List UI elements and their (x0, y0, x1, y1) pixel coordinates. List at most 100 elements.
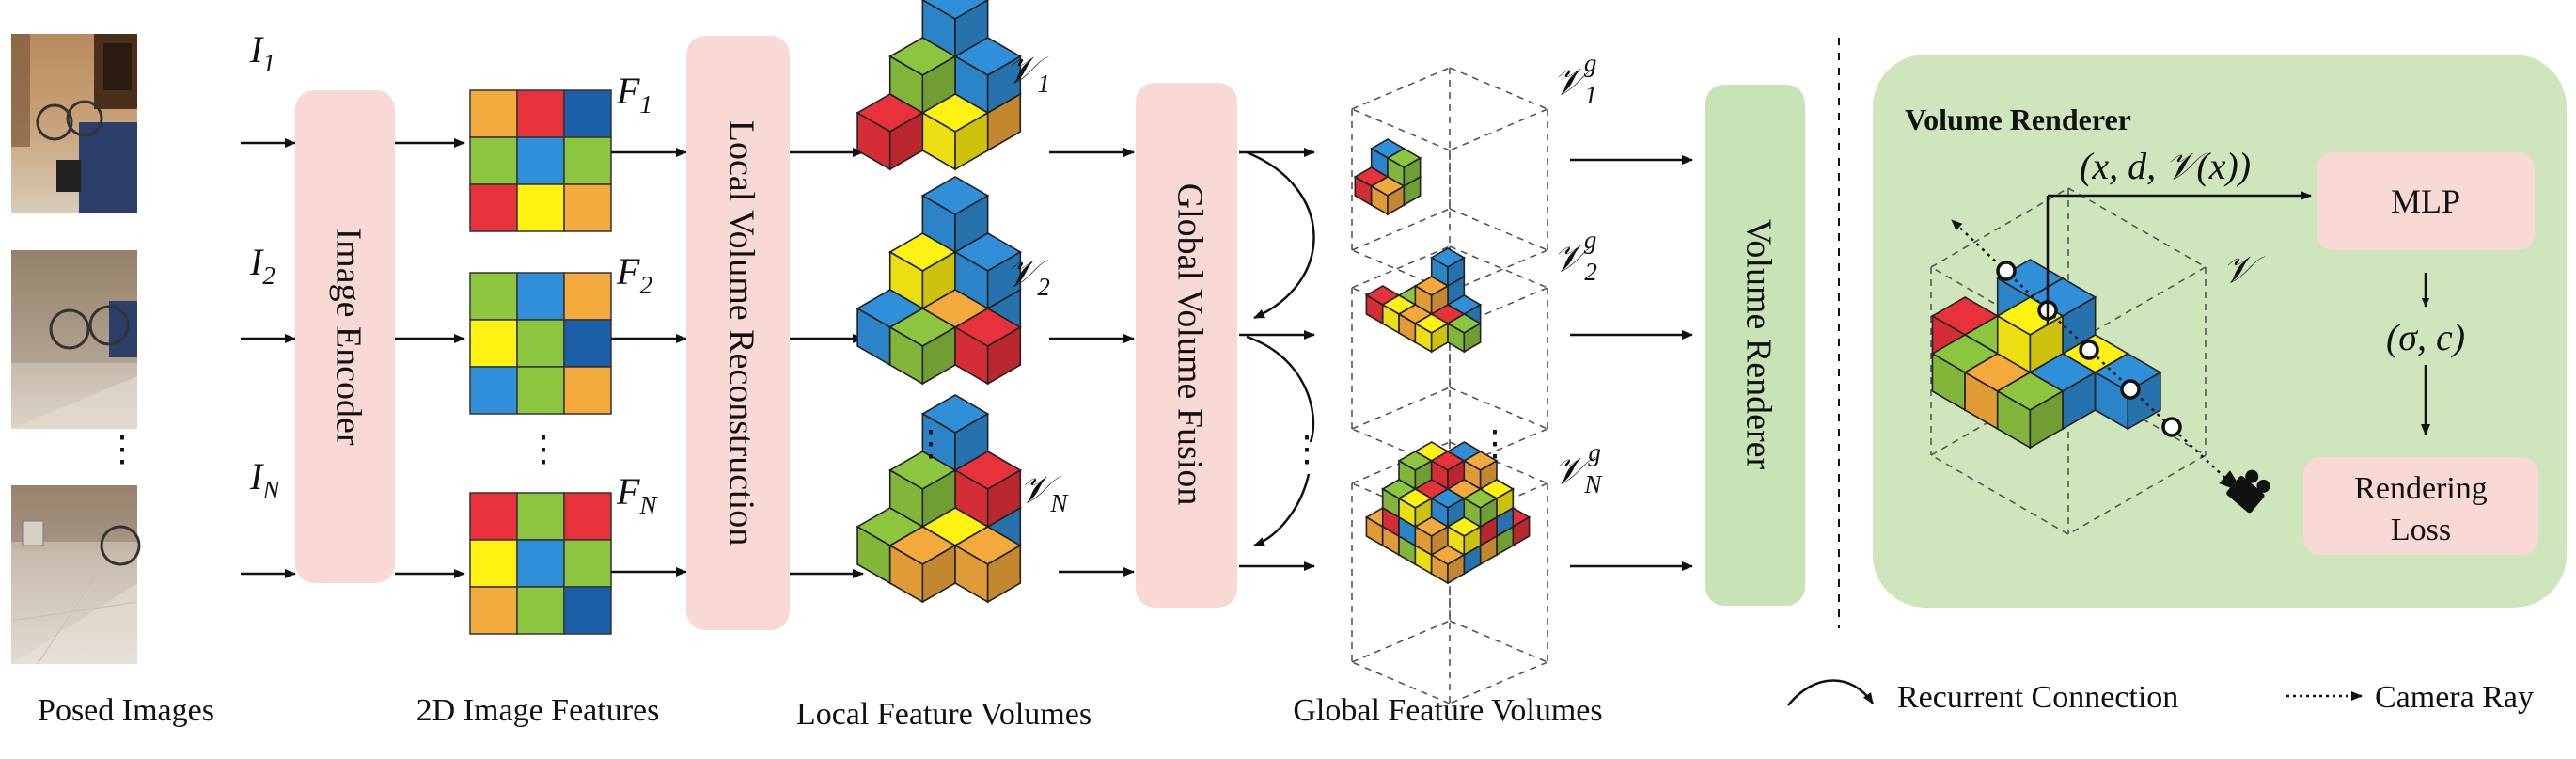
local-recon-block: Local Volume Reconstruction (686, 36, 790, 630)
cube-right-face (986, 325, 1022, 386)
global-fusion-label: Global Volume Fusion (1170, 183, 1209, 506)
posed-images-column: I1 I2 IN ⋮ Posed Images (10, 28, 281, 728)
feature-cell (469, 586, 518, 635)
feature-cell (516, 366, 565, 415)
voxel-cube (1446, 313, 1483, 354)
volume-edge (1351, 67, 1451, 110)
local-recon-label: Local Volume Reconstruction (721, 120, 761, 546)
global-volume-label-n: 𝒱Ng (1553, 438, 1603, 498)
loss-label-2: Loss (2391, 513, 2451, 547)
global-volume-1 (1353, 138, 1422, 216)
feature-cell (516, 586, 565, 635)
ray-sample-point (2120, 379, 2141, 400)
global-volumes (1351, 67, 1548, 704)
local-volumes (856, 0, 1022, 604)
volume-edge (1449, 108, 1548, 151)
global-volumes-caption: Global Feature Volumes (1293, 693, 1602, 728)
feature-cell (469, 366, 518, 415)
cube-right-face (1447, 553, 1466, 585)
feature-cell (469, 183, 518, 232)
legend: Recurrent Connection Camera Ray (1787, 679, 2534, 715)
image-encoder-block: Image Encoder (295, 90, 395, 583)
feature-cell (469, 136, 518, 185)
cube-right-face (2029, 389, 2064, 450)
rendering-loss-box: Rendering Loss (2303, 457, 2538, 555)
feature-cell (516, 272, 565, 321)
volume-edge (1449, 249, 1548, 293)
legend-camera-ray-label: Camera Ray (2375, 680, 2534, 715)
feature-grid-3 (469, 492, 612, 635)
volume-edge (1449, 67, 1548, 110)
arrows-encoder-to-features (395, 138, 465, 578)
voxel-cube (856, 93, 924, 171)
feature-cell (563, 586, 612, 635)
recurrent-curve-2 (1246, 335, 1315, 443)
voxel-cube (953, 232, 1022, 310)
volume-edge (1449, 387, 1548, 430)
image-label-n: IN (249, 455, 281, 504)
camera-reel (2245, 469, 2259, 483)
global-fusion-block: Global Volume Fusion (1136, 83, 1237, 608)
voxel-cube (1996, 372, 2065, 450)
volume-edge (1351, 387, 1451, 430)
feature-cell (516, 89, 565, 138)
feature-cell (469, 319, 518, 368)
features-caption: 2D Image Features (416, 693, 660, 728)
arrows-volumes-to-fusion (1049, 148, 1135, 577)
volume-edge (2067, 454, 2207, 535)
ray-sample-point (2161, 417, 2182, 437)
volume-edge (1351, 208, 1451, 251)
local-volume-n (856, 394, 1022, 604)
posed-images-caption: Posed Images (38, 693, 214, 728)
posed-image-3 (10, 485, 141, 665)
ray-sample-point (1996, 261, 2017, 281)
image-encoder-label: Image Encoder (328, 228, 368, 445)
voxel-cube (888, 451, 957, 529)
panel-input-label: (x, d, 𝒱(x)) (2080, 145, 2251, 187)
volume-edge (2067, 187, 2207, 268)
voxel-cube (920, 93, 990, 171)
arrows-global-to-renderer (1570, 155, 1693, 571)
legend-recurrent-icon (1787, 679, 1875, 706)
voxel-cube (1430, 247, 1466, 288)
panel-output-label: (σ, c) (2386, 316, 2465, 358)
local-volume-1 (856, 0, 1022, 171)
camera-reel (2256, 479, 2270, 493)
local-volumes-caption: Local Feature Volumes (796, 697, 1092, 732)
mlp-label: MLP (2391, 182, 2460, 220)
cube-right-face (1387, 184, 1406, 216)
voxel-cube (888, 526, 957, 604)
volume-renderer-block: Volume Renderer (1705, 85, 1805, 606)
voxel-cube (1446, 516, 1483, 557)
feature-dots: ⋮ (526, 430, 561, 469)
volume-renderer-label: Volume Renderer (1738, 219, 1778, 470)
legend-recurrent-label: Recurrent Connection (1897, 680, 2178, 715)
local-volume-label-n: 𝒱N (1019, 468, 1069, 517)
camera-body (2226, 476, 2265, 514)
feature-cell (563, 89, 612, 138)
local-volume-label-2: 𝒱2 (1006, 252, 1050, 301)
ray-sample-point (2079, 340, 2099, 360)
panel-volume (1930, 187, 2270, 535)
global-volume-dots: ⋮ (1477, 424, 1513, 464)
volume-edge (1449, 620, 1548, 663)
feature-cell (516, 136, 565, 185)
feature-cell (563, 183, 612, 232)
posed-image-1 (11, 34, 137, 213)
image-dots: ⋮ (104, 430, 140, 469)
camera-icon (2219, 469, 2270, 514)
arrows-recon-to-volumes (790, 148, 864, 578)
feature-grid-1 (469, 89, 612, 232)
feature-cell (516, 183, 565, 232)
global-volume-label-2: 𝒱2g (1553, 226, 1597, 286)
feature-label-n: FN (616, 470, 658, 519)
arrows-fusion-to-global: ⋮ (1239, 148, 1325, 571)
volume-edge (1449, 661, 1548, 704)
feature-cell (469, 272, 518, 321)
feature-cell (469, 492, 518, 541)
local-volume-labels: 𝒱1 𝒱2 𝒱N ⋮ Local Feature Volumes (796, 49, 1092, 732)
global-volume-n (1364, 441, 1531, 585)
volume-edge (1930, 187, 2069, 268)
